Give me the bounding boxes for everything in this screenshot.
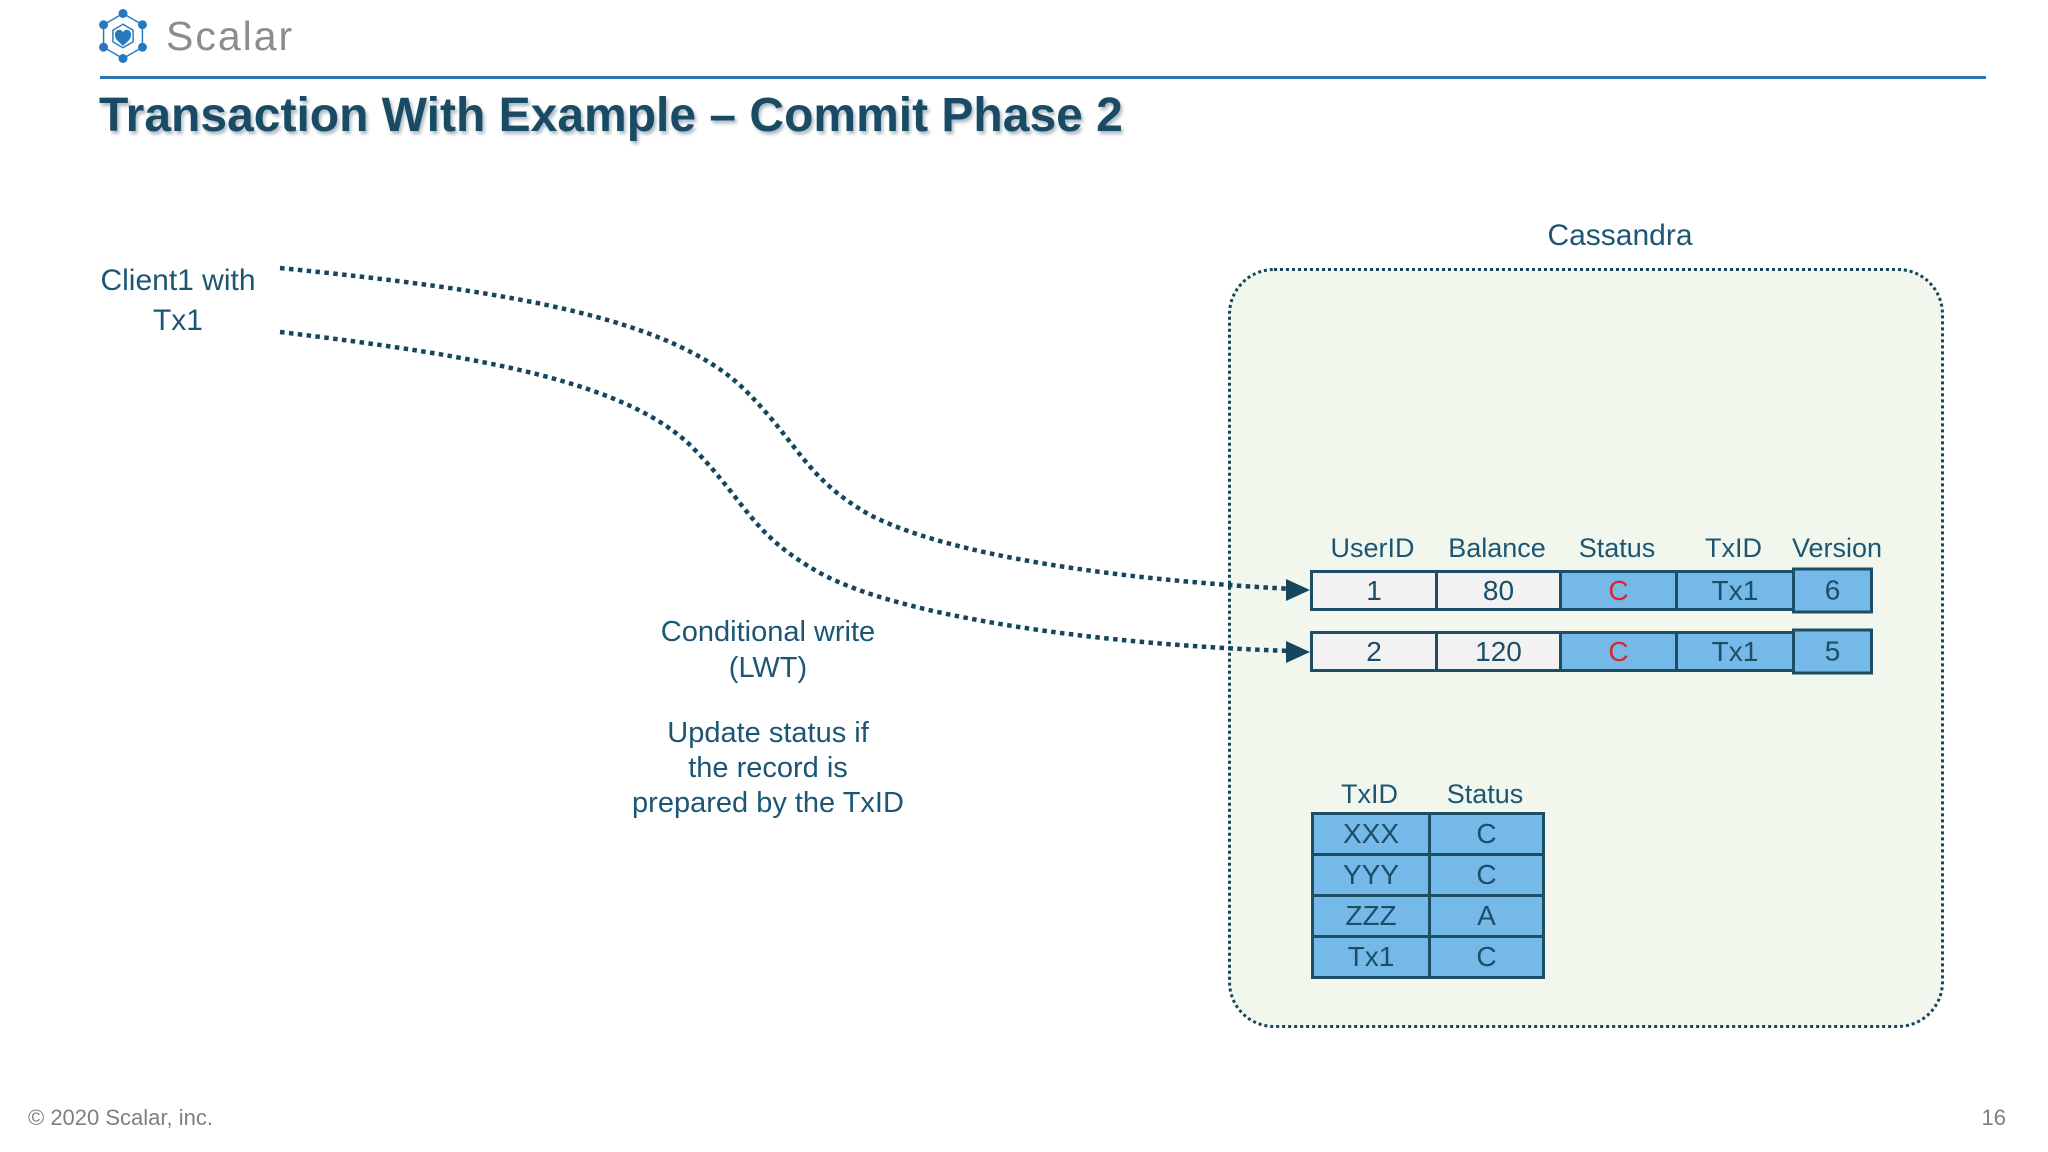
record-row-1: 1 80 C Tx1 6 — [1310, 567, 1873, 616]
status-row-1: XXX C — [1311, 812, 1545, 856]
status-row-3: ZZZ A — [1311, 894, 1545, 938]
client-label: Client1 with Tx1 — [78, 261, 278, 341]
status-cell-txid: XXX — [1311, 812, 1431, 856]
record-header-status: Status — [1578, 533, 1656, 563]
conditional-write-note: Conditional write (LWT) — [558, 614, 978, 686]
header-divider — [100, 76, 1986, 79]
record-cell-status: C — [1559, 570, 1678, 611]
scalar-logo-text: Scalar — [166, 12, 295, 59]
status-cell-status: C — [1428, 853, 1545, 897]
status-row-2: YYY C — [1311, 853, 1545, 897]
page-number: 16 — [1981, 1105, 2006, 1130]
scalar-logo: Scalar — [96, 8, 294, 64]
status-table-headers: TxID Status — [1311, 779, 1542, 810]
record-row-2: 2 120 C Tx1 5 — [1310, 628, 1873, 677]
record-table-headers: UserID Balance Status TxID Version — [1310, 533, 1883, 564]
record-header-userid: UserID — [1330, 533, 1415, 563]
arrow-to-record-1 — [279, 265, 1293, 592]
update-status-line3: prepared by the TxID — [632, 787, 904, 819]
status-cell-status: C — [1428, 812, 1545, 856]
record-cell-version: 5 — [1792, 628, 1873, 675]
record-cell-balance: 80 — [1435, 570, 1562, 611]
record-header-balance: Balance — [1448, 533, 1546, 563]
record-cell-txid: Tx1 — [1675, 570, 1795, 611]
conditional-write-line1: Conditional write — [660, 616, 876, 648]
record-cell-txid: Tx1 — [1675, 631, 1795, 672]
record-cell-status: C — [1559, 631, 1678, 672]
status-cell-status: A — [1428, 894, 1545, 938]
page-title: Transaction With Example – Commit Phase … — [99, 89, 1123, 142]
record-cell-version: 6 — [1792, 567, 1873, 614]
status-cell-txid: Tx1 — [1311, 935, 1431, 979]
status-table: XXX C YYY C ZZZ A Tx1 C — [1311, 812, 1545, 979]
update-status-line1: Update status if — [667, 717, 869, 749]
status-cell-txid: ZZZ — [1311, 894, 1431, 938]
record-cell-userid: 2 — [1310, 631, 1438, 672]
status-row-4: Tx1 C — [1311, 935, 1545, 979]
update-status-line2: the record is — [688, 752, 848, 784]
client-label-line2: Tx1 — [152, 304, 203, 337]
record-cell-userid: 1 — [1310, 570, 1438, 611]
conditional-write-line2: (LWT) — [728, 652, 808, 684]
record-header-version: Version — [1792, 533, 1883, 563]
record-cell-balance: 120 — [1435, 631, 1562, 672]
client-label-line1: Client1 with — [100, 264, 256, 297]
copyright-text: © 2020 Scalar, inc. — [28, 1105, 213, 1130]
status-header-txid: TxID — [1341, 779, 1398, 809]
status-header-status: Status — [1446, 779, 1524, 809]
scalar-hexagon-icon — [99, 9, 147, 63]
update-status-note: Update status if the record is prepared … — [558, 716, 978, 821]
record-header-txid: TxID — [1705, 533, 1762, 563]
cassandra-label: Cassandra — [1547, 219, 1693, 252]
status-cell-txid: YYY — [1311, 853, 1431, 897]
status-cell-status: C — [1428, 935, 1545, 979]
arrow-to-record-2 — [279, 329, 1293, 654]
